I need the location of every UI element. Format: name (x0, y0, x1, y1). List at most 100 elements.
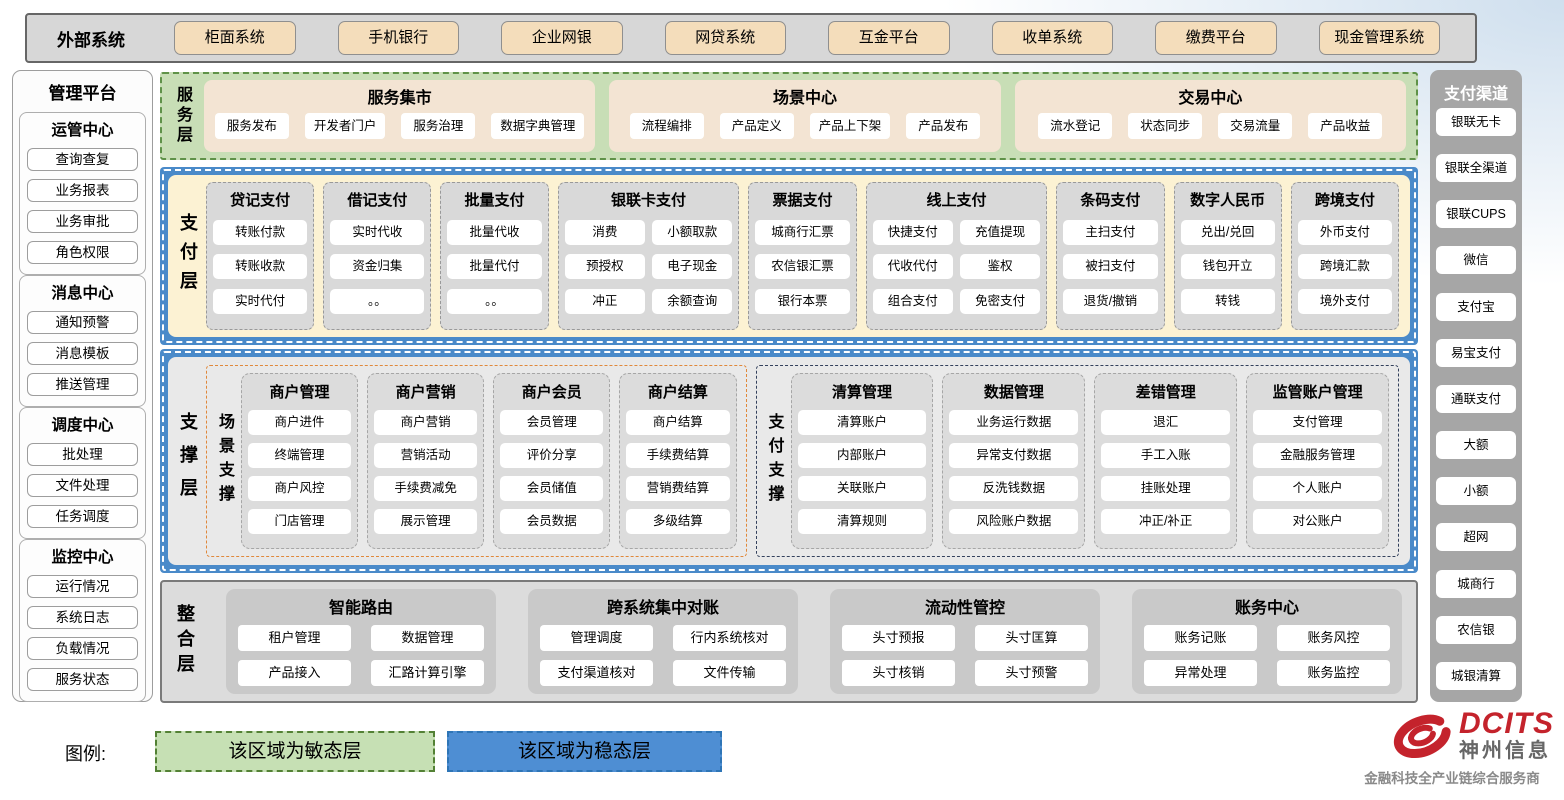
payment-item-button[interactable]: 代收代付 (872, 254, 953, 279)
support-item-button[interactable]: 手续费减免 (374, 476, 478, 501)
service-item-button[interactable]: 服务治理 (401, 113, 476, 139)
payment-item-button[interactable]: 农信银汇票 (755, 254, 850, 279)
support-item-button[interactable]: 展示管理 (374, 509, 478, 534)
integration-item-button[interactable]: 支付渠道核对 (540, 660, 653, 686)
management-item-button[interactable]: 负载情况 (27, 637, 138, 660)
payment-item-button[interactable]: 。。 (447, 288, 542, 314)
channel-button[interactable]: 银联CUPS (1436, 200, 1516, 229)
channel-button[interactable]: 通联支付 (1436, 384, 1516, 413)
channel-button[interactable]: 银联全渠道 (1436, 154, 1516, 183)
management-item-button[interactable]: 批处理 (27, 443, 138, 466)
payment-item-button[interactable]: 预授权 (564, 254, 646, 279)
integration-item-button[interactable]: 管理调度 (540, 625, 653, 651)
support-item-button[interactable]: 会员管理 (500, 410, 604, 435)
payment-item-button[interactable]: 消费 (564, 219, 646, 245)
integration-item-button[interactable]: 账务监控 (1277, 660, 1390, 686)
support-item-button[interactable]: 关联账户 (797, 476, 927, 501)
support-item-button[interactable]: 金融服务管理 (1253, 443, 1383, 468)
channel-button[interactable]: 大额 (1436, 431, 1516, 460)
service-item-button[interactable]: 产品上下架 (809, 113, 891, 139)
payment-item-button[interactable]: 冲正 (564, 288, 646, 314)
support-item-button[interactable]: 手续费结算 (626, 443, 730, 468)
integration-item-button[interactable]: 文件传输 (673, 660, 786, 686)
external-system-button[interactable]: 互金平台 (828, 21, 950, 55)
service-item-button[interactable]: 产品发布 (906, 113, 981, 139)
support-item-button[interactable]: 商户风控 (248, 476, 352, 501)
support-item-button[interactable]: 商户结算 (626, 410, 730, 435)
payment-item-button[interactable]: 电子现金 (652, 254, 733, 279)
support-item-button[interactable]: 清算账户 (797, 410, 927, 435)
service-item-button[interactable]: 交易流量 (1218, 113, 1293, 139)
management-item-button[interactable]: 推送管理 (27, 373, 138, 396)
integration-item-button[interactable]: 异常处理 (1144, 660, 1257, 686)
support-item-button[interactable]: 对公账户 (1253, 509, 1383, 534)
service-item-button[interactable]: 数据字典管理 (491, 113, 585, 139)
management-item-button[interactable]: 消息模板 (27, 342, 138, 365)
integration-item-button[interactable]: 数据管理 (371, 625, 484, 651)
payment-item-button[interactable]: 退货/撤销 (1063, 288, 1158, 314)
support-item-button[interactable]: 营销费结算 (626, 476, 730, 501)
support-item-button[interactable]: 异常支付数据 (949, 443, 1079, 468)
external-system-button[interactable]: 收单系统 (991, 21, 1113, 55)
support-item-button[interactable]: 业务运行数据 (949, 410, 1079, 435)
integration-item-button[interactable]: 租户管理 (238, 625, 351, 651)
support-item-button[interactable]: 门店管理 (248, 509, 352, 534)
management-item-button[interactable]: 业务报表 (27, 179, 138, 202)
payment-item-button[interactable]: 鉴权 (959, 254, 1041, 279)
management-item-button[interactable]: 任务调度 (27, 505, 138, 528)
management-item-button[interactable]: 角色权限 (27, 241, 138, 264)
external-system-button[interactable]: 手机银行 (337, 21, 459, 55)
channel-button[interactable]: 城商行 (1436, 569, 1516, 598)
channel-button[interactable]: 城银清算 (1436, 661, 1516, 690)
payment-item-button[interactable]: 主扫支付 (1063, 219, 1158, 245)
payment-item-button[interactable]: 资金归集 (330, 254, 425, 279)
support-item-button[interactable]: 终端管理 (248, 443, 352, 468)
payment-item-button[interactable]: 实时代付 (213, 288, 308, 314)
service-item-button[interactable]: 产品定义 (719, 113, 794, 139)
channel-button[interactable]: 易宝支付 (1436, 338, 1516, 367)
support-item-button[interactable]: 商户营销 (374, 410, 478, 435)
support-item-button[interactable]: 会员数据 (500, 509, 604, 534)
support-item-button[interactable]: 评价分享 (500, 443, 604, 468)
support-item-button[interactable]: 手工入账 (1101, 443, 1231, 468)
management-item-button[interactable]: 通知预警 (27, 311, 138, 334)
payment-item-button[interactable]: 钱包开立 (1180, 254, 1275, 279)
integration-item-button[interactable]: 账务风控 (1277, 625, 1390, 651)
support-item-button[interactable]: 多级结算 (626, 509, 730, 534)
management-item-button[interactable]: 服务状态 (27, 668, 138, 691)
support-item-button[interactable]: 冲正/补正 (1101, 509, 1231, 534)
support-item-button[interactable]: 商户进件 (248, 410, 352, 435)
service-item-button[interactable]: 流程编排 (629, 113, 704, 139)
payment-item-button[interactable]: 兑出/兑回 (1180, 219, 1275, 245)
management-item-button[interactable]: 系统日志 (27, 606, 138, 629)
support-item-button[interactable]: 反洗钱数据 (949, 476, 1079, 501)
payment-item-button[interactable]: 余额查询 (652, 288, 733, 314)
payment-item-button[interactable]: 转账收款 (213, 254, 308, 279)
management-item-button[interactable]: 文件处理 (27, 474, 138, 497)
payment-item-button[interactable]: 跨境汇款 (1297, 254, 1392, 279)
payment-item-button[interactable]: 小额取款 (652, 219, 733, 245)
service-item-button[interactable]: 产品收益 (1308, 113, 1383, 139)
payment-item-button[interactable]: 快捷支付 (872, 219, 953, 245)
support-item-button[interactable]: 会员储值 (500, 476, 604, 501)
payment-item-button[interactable]: 批量代付 (447, 254, 542, 279)
channel-button[interactable]: 支付宝 (1436, 292, 1516, 321)
management-item-button[interactable]: 运行情况 (27, 575, 138, 598)
payment-item-button[interactable]: 城商行汇票 (755, 219, 850, 245)
payment-item-button[interactable]: 组合支付 (872, 288, 953, 314)
external-system-button[interactable]: 网贷系统 (664, 21, 786, 55)
support-item-button[interactable]: 风险账户数据 (949, 509, 1079, 534)
integration-item-button[interactable]: 行内系统核对 (673, 625, 786, 651)
management-item-button[interactable]: 业务审批 (27, 210, 138, 233)
service-item-button[interactable]: 流水登记 (1038, 113, 1113, 139)
integration-item-button[interactable]: 产品接入 (238, 660, 351, 686)
payment-item-button[interactable]: 实时代收 (330, 219, 425, 245)
integration-item-button[interactable]: 头寸预报 (842, 625, 955, 651)
payment-item-button[interactable]: 被扫支付 (1063, 254, 1158, 279)
integration-item-button[interactable]: 头寸核销 (842, 660, 955, 686)
channel-button[interactable]: 小额 (1436, 477, 1516, 506)
payment-item-button[interactable]: 银行本票 (755, 288, 850, 314)
payment-item-button[interactable]: 转钱 (1180, 288, 1275, 314)
payment-item-button[interactable]: 外币支付 (1297, 219, 1392, 245)
support-item-button[interactable]: 个人账户 (1253, 476, 1383, 501)
